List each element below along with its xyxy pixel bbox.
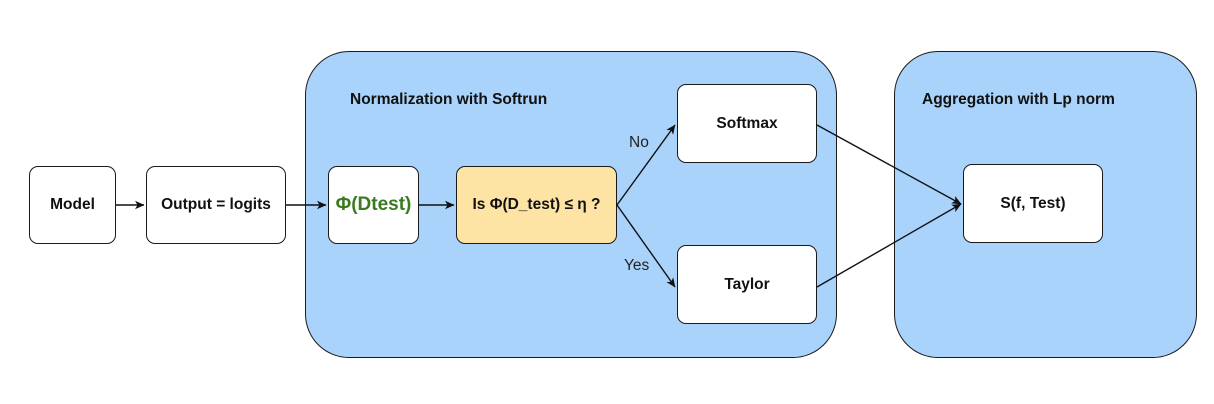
score-node: S(f, Test) bbox=[963, 164, 1103, 243]
output-logits-node: Output = logits bbox=[146, 166, 286, 244]
phi-dtest-node: Φ(Dtest) bbox=[328, 166, 419, 244]
softmax-node: Softmax bbox=[677, 84, 817, 163]
edge-label-yes: Yes bbox=[624, 257, 650, 274]
edge-label-no: No bbox=[629, 134, 649, 151]
normalization-group-title: Normalization with Softrun bbox=[350, 91, 548, 108]
model-node: Model bbox=[29, 166, 116, 244]
taylor-node: Taylor bbox=[677, 245, 817, 324]
threshold-decision-node: Is Φ(D_test) ≤ η ? bbox=[456, 166, 617, 244]
aggregation-group-title: Aggregation with Lp norm bbox=[922, 91, 1115, 108]
